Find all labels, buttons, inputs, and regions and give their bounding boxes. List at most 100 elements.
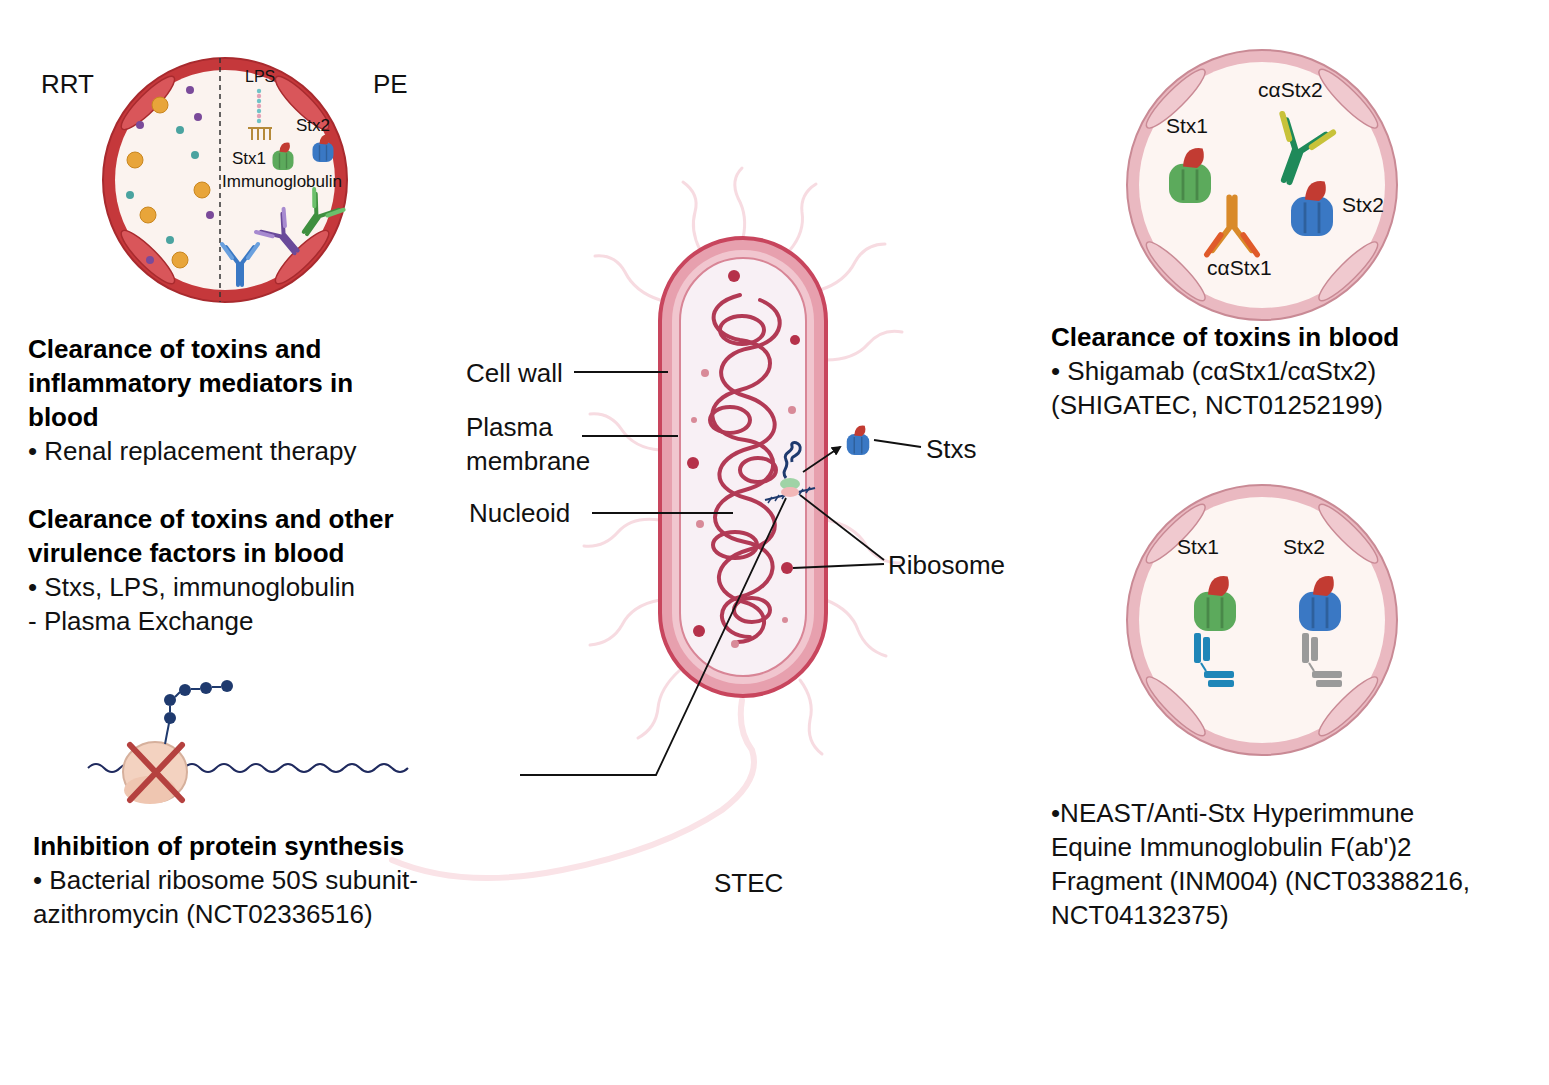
fab-fragment: [1194, 633, 1234, 687]
bullet-text: • Bacterial ribosome 50S subunit-azithro…: [33, 863, 483, 931]
g-shape: [687, 270, 800, 648]
g-shape: [164, 680, 233, 724]
toxin-icon: [273, 143, 294, 170]
path-shape: [683, 182, 700, 250]
part-label: Nucleoid: [469, 496, 587, 530]
endothelial-cell: [1141, 236, 1211, 306]
endothelial-cell: [116, 225, 180, 289]
blood-vessel-circle: Stx1Stx2: [1120, 475, 1410, 765]
antibody-icon: [291, 189, 344, 243]
endothelial-cell: [116, 71, 180, 135]
path-shape: [590, 414, 660, 450]
circle-shape: [731, 640, 739, 648]
polyline-shape: [520, 498, 786, 775]
mediator-dot: [146, 256, 154, 264]
path-shape: [790, 184, 816, 250]
ellipse-shape: [781, 487, 799, 497]
fab-fragment: [1302, 633, 1342, 687]
node-label: Stx2: [1342, 193, 1384, 217]
ellipse-shape: [710, 407, 750, 433]
path-shape: [590, 600, 660, 645]
path-shape: [854, 426, 865, 437]
mediator-dot: [136, 121, 144, 129]
mediator-dot: [126, 191, 134, 199]
path-shape: [130, 745, 182, 800]
bullet-text: • Shigamab (cαStx1/cαStx2) (SHIGATEC, NC…: [1051, 354, 1451, 422]
circle-shape: [164, 694, 176, 706]
path-shape: [170, 687, 221, 712]
path-shape: [638, 670, 680, 738]
endothelial-cell: [1313, 671, 1383, 741]
vessel-lumen: [1139, 62, 1385, 308]
lps-unit: [257, 89, 261, 93]
part-label: Stxs: [926, 432, 1006, 466]
rect-shape: [660, 238, 826, 696]
mediator-dot: [127, 152, 143, 168]
antibody-icon: [256, 209, 310, 264]
section-heading: Inhibition of protein synthesis: [33, 829, 493, 863]
path-shape: [719, 300, 780, 642]
mediator-dot: [194, 113, 202, 121]
part-label: Plasma membrane: [466, 410, 578, 478]
rect-shape: [680, 258, 806, 676]
circle-shape: [728, 270, 740, 282]
organism-label: STEC: [714, 866, 804, 900]
part-label: Cell wall: [466, 356, 570, 390]
section-heading: Clearance of toxins and other virulence …: [28, 502, 458, 570]
path-shape: [595, 256, 660, 300]
g-shape: [710, 295, 780, 642]
endothelial-cell: [1313, 64, 1383, 134]
g-shape: [520, 372, 921, 775]
endothelial-cell: [1313, 499, 1383, 569]
node-label: Stx1: [232, 149, 266, 169]
circle-shape: [693, 625, 705, 637]
ellipse-shape: [740, 458, 776, 482]
bullet-text: • Stxs, LPS, immunoglobulin: [28, 570, 468, 604]
toxin-icon: [847, 426, 870, 455]
circle-shape: [788, 406, 796, 414]
lps-unit: [257, 119, 261, 123]
path-shape: [800, 680, 822, 754]
path-shape: [826, 331, 902, 360]
node-label: LPS: [245, 68, 275, 86]
circle-shape: [696, 520, 704, 528]
lps-lipid: [248, 128, 272, 140]
circle-shape: [790, 335, 800, 345]
antibody-icon: [1261, 114, 1333, 190]
line-shape: [861, 437, 863, 454]
toxin-icon: [1169, 148, 1211, 203]
bullet-text: - Plasma Exchange: [28, 604, 468, 638]
lps-unit: [257, 99, 261, 103]
g-shape: [584, 168, 902, 754]
circle-shape: [782, 617, 788, 623]
circle-shape: [200, 682, 212, 694]
g-shape: [847, 426, 870, 455]
path-shape: [392, 700, 754, 878]
path-shape: [584, 519, 660, 546]
bullet-text: •NEAST/Anti-Stx Hyperimmune Equine Immun…: [1051, 796, 1491, 932]
vessel-lumen: [1139, 497, 1385, 743]
lps-unit: [257, 114, 261, 118]
endothelial-cell: [1313, 236, 1383, 306]
node-label: cαStx1: [1207, 256, 1272, 280]
path-shape: [784, 443, 800, 478]
path-shape: [820, 244, 885, 290]
toxin-icon: [1194, 576, 1236, 631]
node-label: cαStx2: [1258, 78, 1323, 102]
path-shape: [826, 600, 886, 656]
endothelial-cell: [1141, 499, 1211, 569]
ellipse-shape: [734, 598, 770, 622]
path-shape: [735, 168, 745, 238]
mediator-dot: [172, 252, 188, 268]
circle-shape: [687, 457, 699, 469]
part-label: Ribosome: [888, 548, 1018, 582]
mediator-dot: [166, 236, 174, 244]
circle-shape: [164, 712, 176, 724]
mediator-dot: [206, 211, 214, 219]
line-shape: [582, 435, 678, 437]
circle-shape: [781, 562, 793, 574]
ellipse-shape: [713, 532, 757, 558]
divider: [219, 58, 221, 302]
mediator-dot: [194, 182, 210, 198]
